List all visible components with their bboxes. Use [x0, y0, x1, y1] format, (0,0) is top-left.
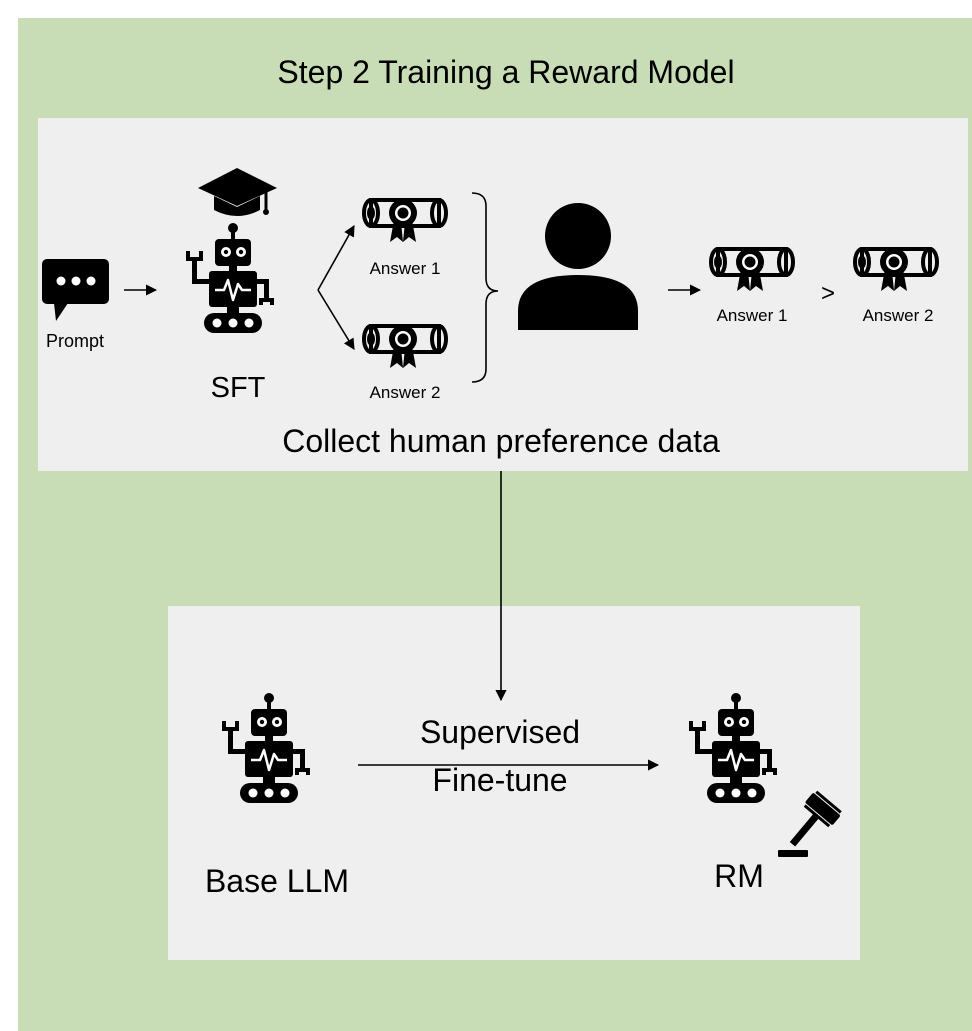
rm-label: RM [714, 858, 764, 894]
arrow-to-answer-1 [317, 225, 355, 291]
graduation-cap-icon [198, 168, 277, 216]
top-panel [38, 118, 968, 471]
base-llm-label: Base LLM [204, 863, 350, 899]
gavel-icon [778, 790, 842, 857]
ranked-answer-1-label: Answer 1 [716, 306, 788, 325]
answers-brace [471, 192, 499, 383]
edge-label-line2: Fine-tune [432, 762, 568, 798]
prompt-label: Prompt [45, 331, 105, 351]
top-panel-caption: Collect human preference data [282, 423, 720, 459]
person-icon [518, 203, 638, 330]
answer-2-label: Answer 2 [369, 383, 441, 402]
chat-bubble-icon [42, 259, 109, 321]
comparison-symbol: > [820, 280, 836, 307]
sft-label: SFT [210, 372, 266, 404]
ranked-answer-2-label: Answer 2 [862, 306, 934, 325]
answer-1-label: Answer 1 [369, 259, 441, 278]
arrow-to-answer-2 [317, 289, 355, 350]
diagram-title: Step 2 Training a Reward Model [277, 54, 735, 90]
edge-label-line1: Supervised [419, 714, 581, 750]
